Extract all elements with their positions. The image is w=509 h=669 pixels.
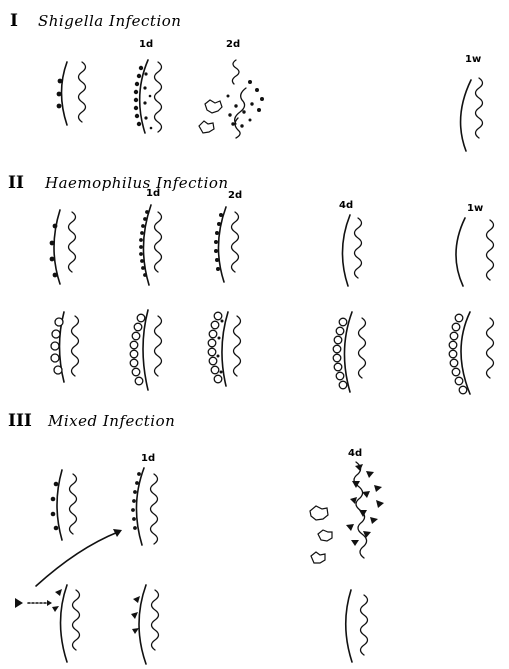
haemophilus-cells-normal-panel — [51, 312, 79, 382]
haemophilus-cells-1d-panel — [130, 310, 161, 390]
section-3-title: Mixed Infection — [47, 412, 175, 430]
mixed-recovery-panel — [346, 590, 368, 662]
mixed-attached-panel — [131, 585, 159, 664]
mixed-4d-panel — [310, 462, 384, 563]
haemophilus-1d-panel — [139, 205, 161, 285]
haemophilus-2d-panel — [214, 207, 239, 282]
shigella-2d-panel — [199, 60, 264, 138]
section-2-title: Haemophilus Infection — [44, 174, 229, 192]
time-label: 1w — [467, 203, 483, 214]
haemophilus-cells-1w-panel — [449, 312, 493, 394]
haemophilus-normal-panel — [50, 210, 76, 284]
mixed-entry-panel — [52, 585, 80, 662]
haemophilus-1w-panel — [456, 218, 494, 286]
haemophilus-cells-2d-panel — [208, 312, 240, 386]
shigella-normal-panel — [57, 62, 86, 125]
time-label: 1d — [141, 453, 155, 464]
time-label: 2d — [228, 190, 242, 201]
time-label: 2d — [226, 39, 240, 50]
section-3-numeral: III — [8, 411, 32, 431]
dotted-arrowhead — [47, 600, 52, 606]
pathogen-triangle — [15, 598, 23, 608]
section-1-title: Shigella Infection — [38, 12, 181, 30]
mixed-normal-panel — [51, 470, 77, 540]
time-label: 1d — [146, 188, 160, 199]
haemophilus-4d-panel — [342, 215, 361, 286]
time-label: 1w — [465, 54, 481, 65]
section-2-numeral: II — [8, 173, 24, 193]
section-1-numeral: I — [10, 11, 18, 31]
time-label: 4d — [348, 448, 362, 459]
time-label: 1d — [139, 39, 153, 50]
shigella-1w-panel — [461, 78, 483, 151]
time-label: 4d — [339, 200, 353, 211]
infection-arrow — [36, 532, 118, 586]
mixed-1d-panel — [131, 468, 157, 545]
shigella-1d-panel — [134, 60, 162, 133]
haemophilus-cells-4d-panel — [333, 312, 365, 392]
